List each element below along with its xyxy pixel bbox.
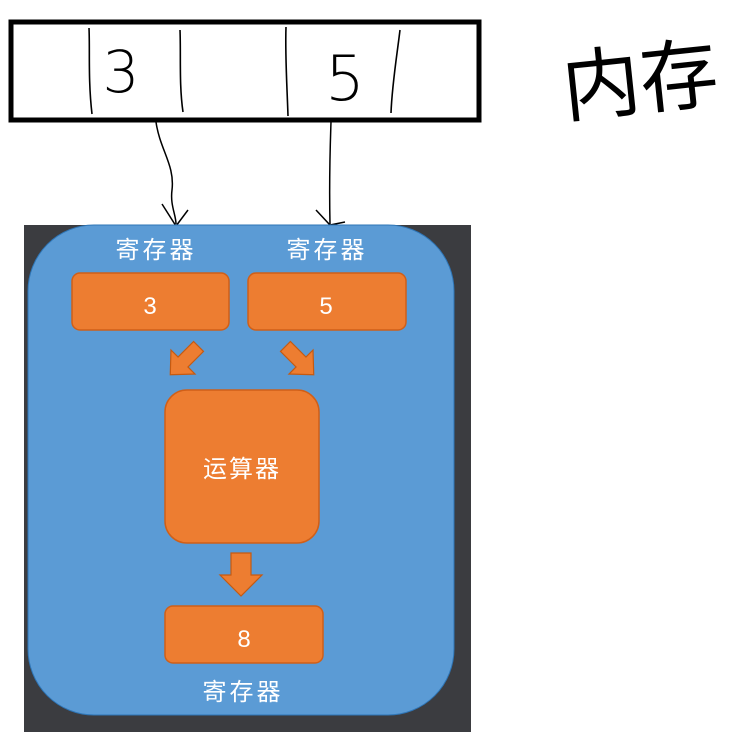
memory-to-register-arrows [155, 121, 346, 228]
memory-cell-divider [390, 29, 401, 114]
arrow-register-a-to-alu [169, 340, 205, 376]
memory-cell-value: 3 [103, 38, 140, 106]
memory-group: 3 5 内存 [8, 19, 723, 135]
memory-box [8, 19, 482, 123]
register-a-title: 寄存器 [116, 236, 197, 264]
memory-cell-value: 5 [325, 42, 364, 115]
memory-cell-divider [284, 26, 289, 117]
register-b-title: 寄存器 [287, 236, 368, 264]
register-b [247, 272, 407, 331]
arrow-alu-to-result [218, 552, 264, 597]
register-b-value: 5 [319, 293, 332, 320]
alu-label: 运算器 [203, 455, 281, 483]
memory-cell-divider [88, 27, 93, 115]
memory-cell-divider [179, 29, 184, 113]
memory-label: 内存 [558, 29, 723, 135]
hand-arrow-line [328, 121, 332, 225]
register-a-value: 3 [143, 293, 156, 320]
cpu-group: 寄存器 寄存器 3 5 运算器 8 寄存器 [24, 224, 471, 732]
register-result [164, 605, 324, 664]
register-result-value: 8 [237, 626, 250, 653]
alu [164, 389, 320, 544]
hand-arrow-line [155, 121, 177, 225]
register-result-title: 寄存器 [203, 678, 284, 706]
register-a [71, 272, 230, 331]
arrow-register-b-to-alu [279, 340, 315, 376]
